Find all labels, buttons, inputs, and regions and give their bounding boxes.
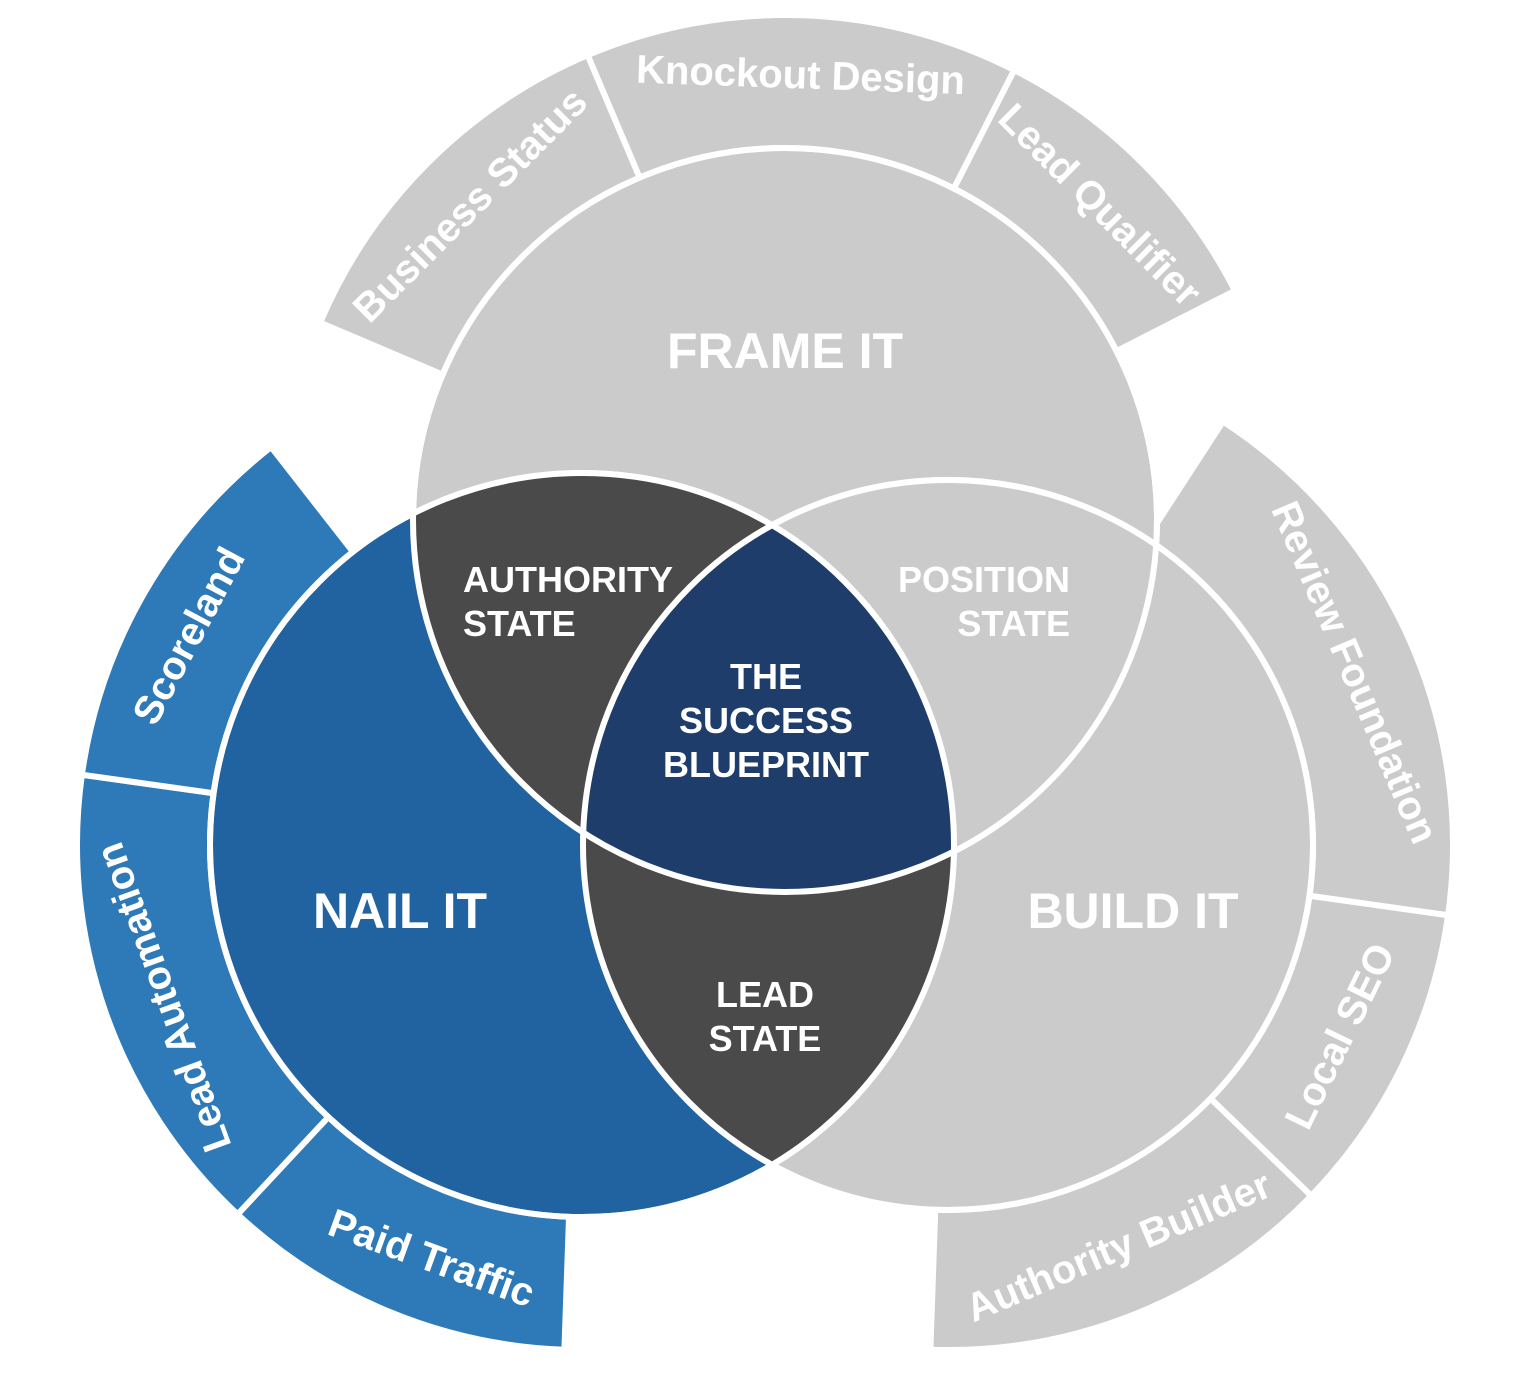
build-it-label: BUILD IT bbox=[1027, 883, 1238, 939]
authority-state-line1: AUTHORITY bbox=[463, 559, 673, 600]
center-line3: BLUEPRINT bbox=[663, 744, 869, 785]
lead-state-line2: STATE bbox=[709, 1018, 822, 1059]
frame-it-label: FRAME IT bbox=[667, 323, 903, 379]
nail-it-outline bbox=[207, 470, 957, 1220]
lead-state-line1: LEAD bbox=[716, 974, 814, 1015]
nail-it-label: NAIL IT bbox=[313, 883, 487, 939]
center-line2: SUCCESS bbox=[679, 700, 853, 741]
position-state-line2: STATE bbox=[957, 603, 1070, 644]
build-it-outline bbox=[580, 477, 1316, 1213]
position-state-line1: POSITION bbox=[898, 559, 1070, 600]
frame-it-outline bbox=[410, 145, 1160, 895]
authority-state-line2: STATE bbox=[463, 603, 576, 644]
center-line1: THE bbox=[730, 656, 802, 697]
